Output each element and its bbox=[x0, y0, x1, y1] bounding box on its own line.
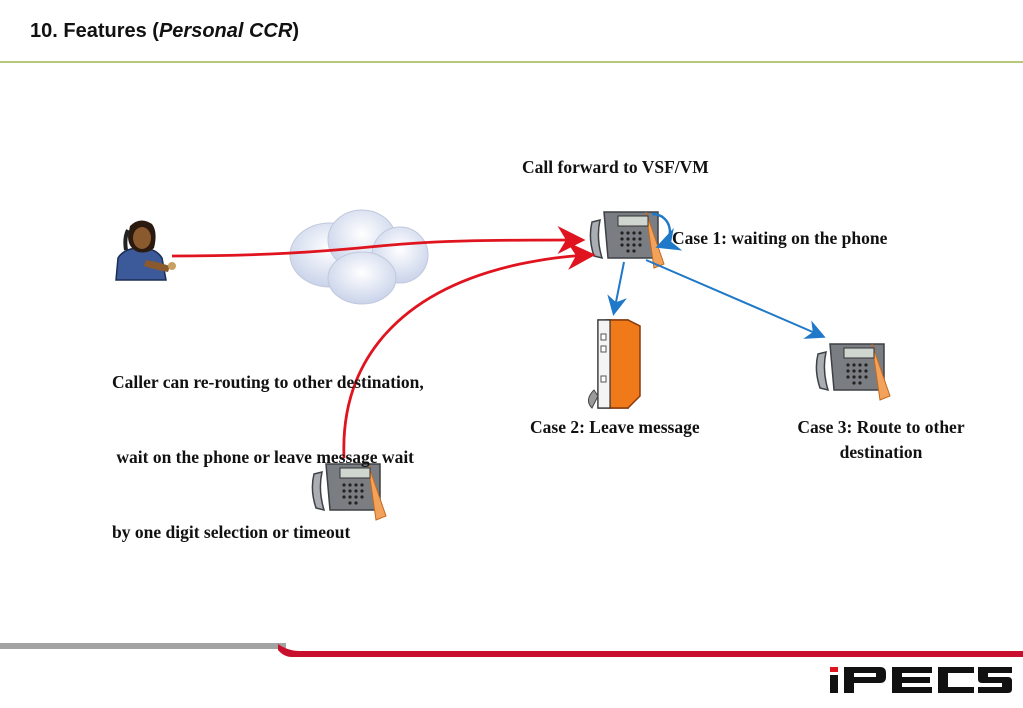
ipecs-logo bbox=[828, 665, 1014, 700]
voicemail-server-icon bbox=[588, 319, 641, 409]
forwarding-phone-icon bbox=[589, 211, 665, 269]
to-destination-arrow bbox=[645, 259, 826, 339]
footer-gray-band bbox=[0, 643, 286, 649]
wait-loop-arrow bbox=[651, 212, 683, 251]
footer-red-band bbox=[278, 644, 1023, 657]
title-divider bbox=[0, 61, 1023, 63]
caller-description-line2: wait on the phone or leave message wait bbox=[112, 447, 415, 467]
caller-to-phone-arrow bbox=[171, 226, 586, 258]
network-cloud-icon bbox=[289, 209, 429, 305]
caller-description: Caller can re-routing to other destinati… bbox=[112, 320, 424, 570]
ipecs-logo-mark bbox=[830, 667, 1012, 693]
diagram-heading: Call forward to VSF/VM bbox=[522, 157, 709, 177]
caller-description-line3: by one digit selection or timeout bbox=[112, 522, 351, 542]
caller-description-line1: Caller can re-routing to other destinati… bbox=[112, 372, 424, 392]
destination-phone-icon bbox=[815, 343, 891, 401]
to-voicemail-arrow bbox=[607, 261, 627, 316]
case3-label-line1: Case 3: Route to other bbox=[797, 417, 965, 437]
page-title: 10. Features (Personal CCR) bbox=[30, 20, 299, 42]
case1-label: Case 1: waiting on the phone bbox=[672, 228, 888, 248]
case3-label-line2: destination bbox=[839, 442, 923, 462]
caller-person-icon bbox=[115, 220, 176, 281]
case3-label: Case 3: Route to other destination bbox=[776, 415, 986, 465]
case2-label: Case 2: Leave message bbox=[530, 417, 700, 437]
originator-to-phone-arrow bbox=[342, 241, 596, 459]
